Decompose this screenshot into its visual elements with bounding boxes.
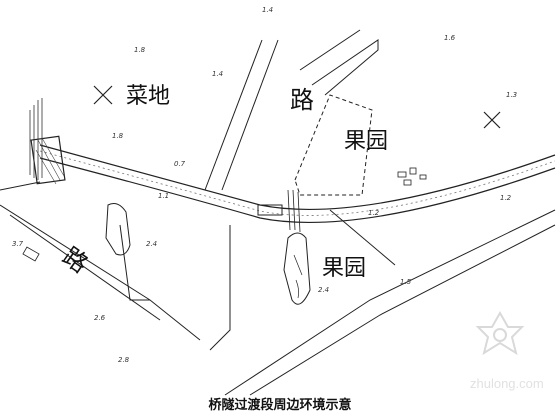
lower-road-edge (224, 209, 556, 396)
watermark: zhulong.com (470, 310, 544, 391)
track-centerline (39, 150, 556, 216)
watermark-text: zhulong.com (470, 376, 544, 391)
left-road-edge-inner (9, 214, 161, 321)
tunnel-portal (257, 189, 301, 233)
elevation-mark: 1.2 (368, 209, 380, 217)
railway-track (39, 144, 556, 224)
ponds (105, 203, 311, 305)
elevation-mark: 1.8 (134, 46, 146, 54)
elevation-mark: 1.6 (444, 34, 456, 42)
elevation-mark: 1.2 (500, 194, 512, 202)
elevation-mark: 2.6 (94, 314, 106, 322)
elevation-mark: 2.8 (118, 356, 130, 364)
elevation-mark: 1.5 (400, 278, 412, 286)
label-orchard-lower: 果园 (322, 256, 366, 281)
field-boundary (119, 224, 150, 301)
pond-lower (283, 232, 311, 305)
elevation-marks: 1.4 1.8 1.4 1.6 1.3 1.8 0.7 2.4 2.4 1.2 … (12, 6, 517, 364)
figure-caption: 桥隧过渡段周边环境示意 (208, 398, 352, 413)
elevation-mark: 1.4 (212, 70, 223, 78)
left-hatch (29, 98, 43, 180)
buildings (397, 167, 427, 186)
watermark-logo (475, 310, 525, 356)
road-left-edge (204, 39, 263, 191)
building-lower-left (22, 246, 40, 262)
boundary-lines (0, 29, 556, 396)
elevation-mark: 1.1 (158, 192, 169, 200)
lower-field-boundary (209, 225, 231, 351)
upper-boundary-line (299, 29, 361, 71)
label-orchard-upper: 果园 (344, 129, 388, 154)
elevation-mark: 0.7 (174, 160, 186, 168)
track-rail-top (39, 144, 556, 211)
x-markers (93, 85, 501, 129)
orchard-boundary-diagonal (329, 209, 396, 266)
elevation-mark: 1.8 (112, 132, 124, 140)
elevation-mark: 2.4 (146, 240, 157, 248)
track-rail-bottom (39, 157, 556, 224)
label-vegetable-field: 菜地 (126, 84, 170, 109)
elevation-mark: 3.7 (12, 240, 24, 248)
elevation-mark: 1.3 (506, 91, 517, 99)
road-right-edge (221, 39, 279, 191)
label-road-lower: 路 (57, 242, 93, 279)
elevation-mark: 2.4 (318, 286, 329, 294)
x-marker-right (483, 111, 501, 129)
upper-boundary-line-2 (311, 39, 379, 96)
label-road-upper: 路 (290, 86, 314, 114)
left-road-edge-top (0, 181, 41, 191)
lower-road-edge-2 (249, 224, 556, 396)
pond-left (105, 203, 131, 256)
x-marker-left (93, 85, 113, 105)
elevation-mark: 1.4 (262, 6, 273, 14)
